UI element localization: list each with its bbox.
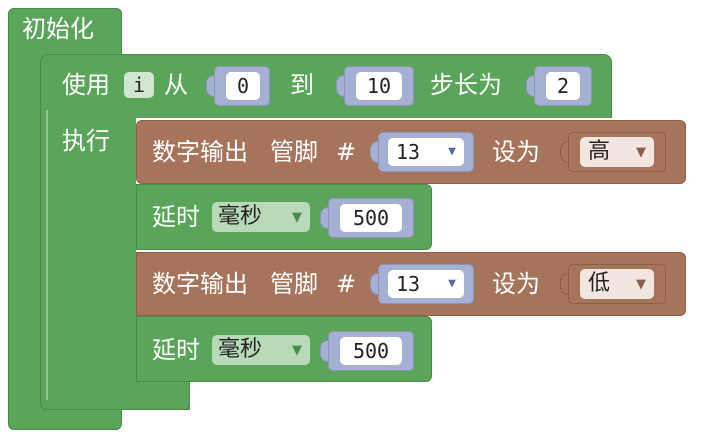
delay-unit-2: 毫秒 [218, 337, 263, 362]
to-value-field[interactable]: 10 [356, 72, 402, 100]
value-text-1: 高 [588, 139, 611, 164]
set-label-1: 设为 [492, 138, 540, 166]
chevron-down-icon: ▼ [636, 145, 646, 160]
digital-write-label-1: 数字输出 [152, 138, 248, 166]
chevron-down-icon: ▼ [636, 277, 646, 292]
value-connector-2 [560, 273, 570, 295]
delay-connector-1 [320, 207, 330, 229]
chevron-down-icon: ▼ [292, 343, 302, 358]
hash-label-1: # [336, 138, 357, 166]
hash-label-2: # [336, 270, 357, 298]
for-loop-bottom-cut [190, 384, 614, 412]
delay-connector-2 [320, 340, 330, 362]
pin-dropdown-2[interactable]: 13 ▼ [388, 270, 464, 298]
delay-unit-dropdown-1[interactable]: 毫秒 ▼ [212, 202, 310, 232]
for-loop-to-label: 到 [290, 71, 314, 99]
for-loop-variable[interactable]: i [124, 72, 154, 98]
pin-value-1: 13 [396, 140, 421, 164]
for-loop-inner-left-edge [46, 110, 48, 400]
setup-block-title: 初始化 [22, 15, 94, 43]
for-loop-use-label: 使用 [62, 71, 110, 99]
digital-write-label-2: 数字输出 [152, 270, 248, 298]
value-connector-1 [560, 141, 570, 163]
delay-unit-dropdown-2[interactable]: 毫秒 ▼ [212, 335, 310, 365]
pin-connector-1 [370, 141, 380, 163]
pin-value-2: 13 [396, 272, 421, 296]
for-loop-footer [40, 382, 190, 410]
pin-label-2: 管脚 [270, 270, 318, 298]
for-loop-do-label: 执行 [62, 127, 110, 155]
pin-dropdown-1[interactable]: 13 ▼ [388, 138, 464, 166]
chevron-down-icon: ▼ [448, 276, 456, 291]
step-value-field[interactable]: 2 [546, 72, 580, 100]
delay-label-2: 延时 [152, 336, 200, 364]
from-value-connector [206, 75, 216, 97]
delay-unit-1: 毫秒 [218, 204, 263, 229]
value-dropdown-1[interactable]: 高 ▼ [580, 137, 654, 167]
for-loop-step-label: 步长为 [430, 71, 502, 99]
for-loop-from-label: 从 [164, 71, 188, 99]
value-dropdown-2[interactable]: 低 ▼ [580, 269, 654, 299]
chevron-down-icon: ▼ [292, 210, 302, 225]
step-value-connector [526, 75, 536, 97]
setup-block-header[interactable] [8, 8, 122, 54]
delay-value-field-1[interactable]: 500 [340, 204, 402, 232]
pin-label-1: 管脚 [270, 138, 318, 166]
chevron-down-icon: ▼ [448, 144, 456, 159]
to-value-connector [336, 75, 346, 97]
from-value-field[interactable]: 0 [226, 72, 260, 100]
delay-value-field-2[interactable]: 500 [340, 337, 402, 365]
delay-label-1: 延时 [152, 203, 200, 231]
pin-connector-2 [370, 273, 380, 295]
set-label-2: 设为 [492, 270, 540, 298]
value-text-2: 低 [588, 271, 611, 296]
